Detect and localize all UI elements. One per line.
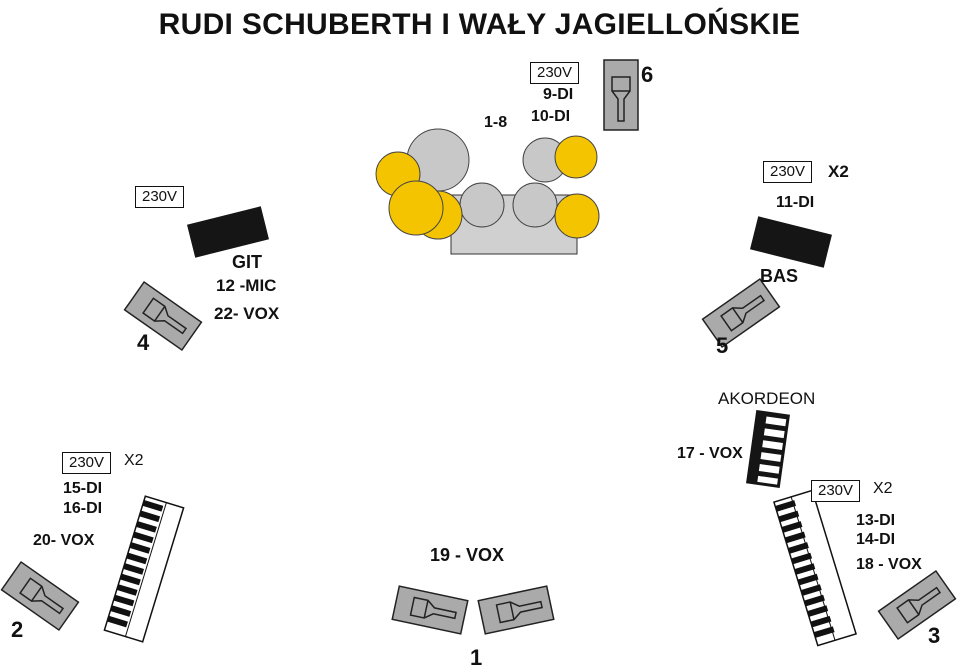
black-key [135, 521, 157, 533]
black-key [775, 500, 796, 512]
bass-di: 11-DI [776, 194, 815, 211]
monitor-number-2: 2 [11, 617, 24, 642]
keys-right-power-box: 230V [811, 480, 861, 502]
monitor-wedge-1b [477, 585, 555, 635]
keys-right-di-a: 13-DI [856, 512, 896, 529]
drum-kick-left [459, 182, 505, 228]
black-key [800, 584, 822, 596]
keys-left-vox: 20- VOX [33, 532, 95, 549]
cymbal-left-main [388, 180, 444, 236]
monitor-number-3: 3 [928, 623, 941, 648]
keys-right-vox: 18 - VOX [856, 556, 922, 573]
bass-amp [750, 216, 832, 268]
monitor-wedge-5 [701, 278, 781, 348]
monitor-wedge-1a [391, 585, 469, 635]
black-key [123, 563, 144, 575]
drums-channels: 1-8 [484, 114, 508, 131]
black-key [126, 552, 148, 565]
black-key [107, 615, 128, 628]
bass-multiplier: X2 [828, 162, 849, 181]
black-key [142, 500, 164, 512]
black-key [113, 594, 135, 607]
black-key [807, 605, 829, 617]
drums-power-box: 230V [530, 62, 580, 84]
black-key [119, 573, 141, 586]
center-vox: 19 - VOX [430, 545, 505, 565]
cymbal-right-bottom [554, 193, 600, 239]
black-key [813, 626, 835, 638]
black-key [116, 584, 138, 596]
black-key [804, 594, 825, 607]
keyboard-right [773, 489, 857, 647]
bass-power-box: 230V [763, 161, 813, 183]
keys-right-di-b: 14-DI [856, 531, 896, 548]
guitar-amp [187, 206, 269, 258]
keys-left-di-a: 15-DI [63, 480, 103, 497]
keys-left-power-box: 230V [62, 452, 112, 474]
guitar-power-box: 230V [135, 186, 185, 208]
monitor-number-4: 4 [137, 330, 150, 355]
black-key [797, 573, 819, 586]
guitar-name: GIT [232, 252, 262, 272]
monitor-number-5: 5 [716, 333, 729, 358]
keyboard-left [103, 495, 185, 643]
black-key [781, 521, 803, 533]
black-key [791, 552, 813, 565]
black-key [139, 510, 161, 523]
monitor-number-1: 1 [470, 645, 483, 669]
black-key [778, 510, 800, 523]
keys-left-multiplier: X2 [124, 452, 144, 469]
bass-name: BAS [760, 266, 799, 286]
keys-left-di-b: 16-DI [63, 500, 103, 517]
keys-right-multiplier: X2 [873, 480, 893, 497]
accordion-vox: 17 - VOX [677, 445, 743, 462]
cymbal-right-top [554, 135, 598, 179]
page-title: RUDI SCHUBERTH I WAŁY JAGIELLOŃSKIE [158, 8, 801, 41]
monitor-number-6: 6 [641, 62, 654, 87]
drums-di-b: 10-DI [531, 108, 571, 125]
black-key [787, 542, 809, 554]
drum-kick-right [512, 182, 558, 228]
guitar-vox: 22- VOX [214, 304, 280, 323]
black-key [794, 563, 816, 575]
monitor-wedge-6 [603, 59, 639, 131]
guitar-mic: 12 -MIC [216, 276, 277, 295]
black-key [784, 531, 806, 544]
black-key [129, 542, 151, 554]
black-key [110, 605, 132, 617]
monitor-wedge-3 [877, 570, 957, 640]
accordion-name: AKORDEON [718, 389, 816, 408]
black-key [810, 615, 832, 628]
accordion [746, 409, 790, 489]
black-key [132, 531, 154, 544]
drums-di-a: 9-DI [543, 86, 574, 103]
